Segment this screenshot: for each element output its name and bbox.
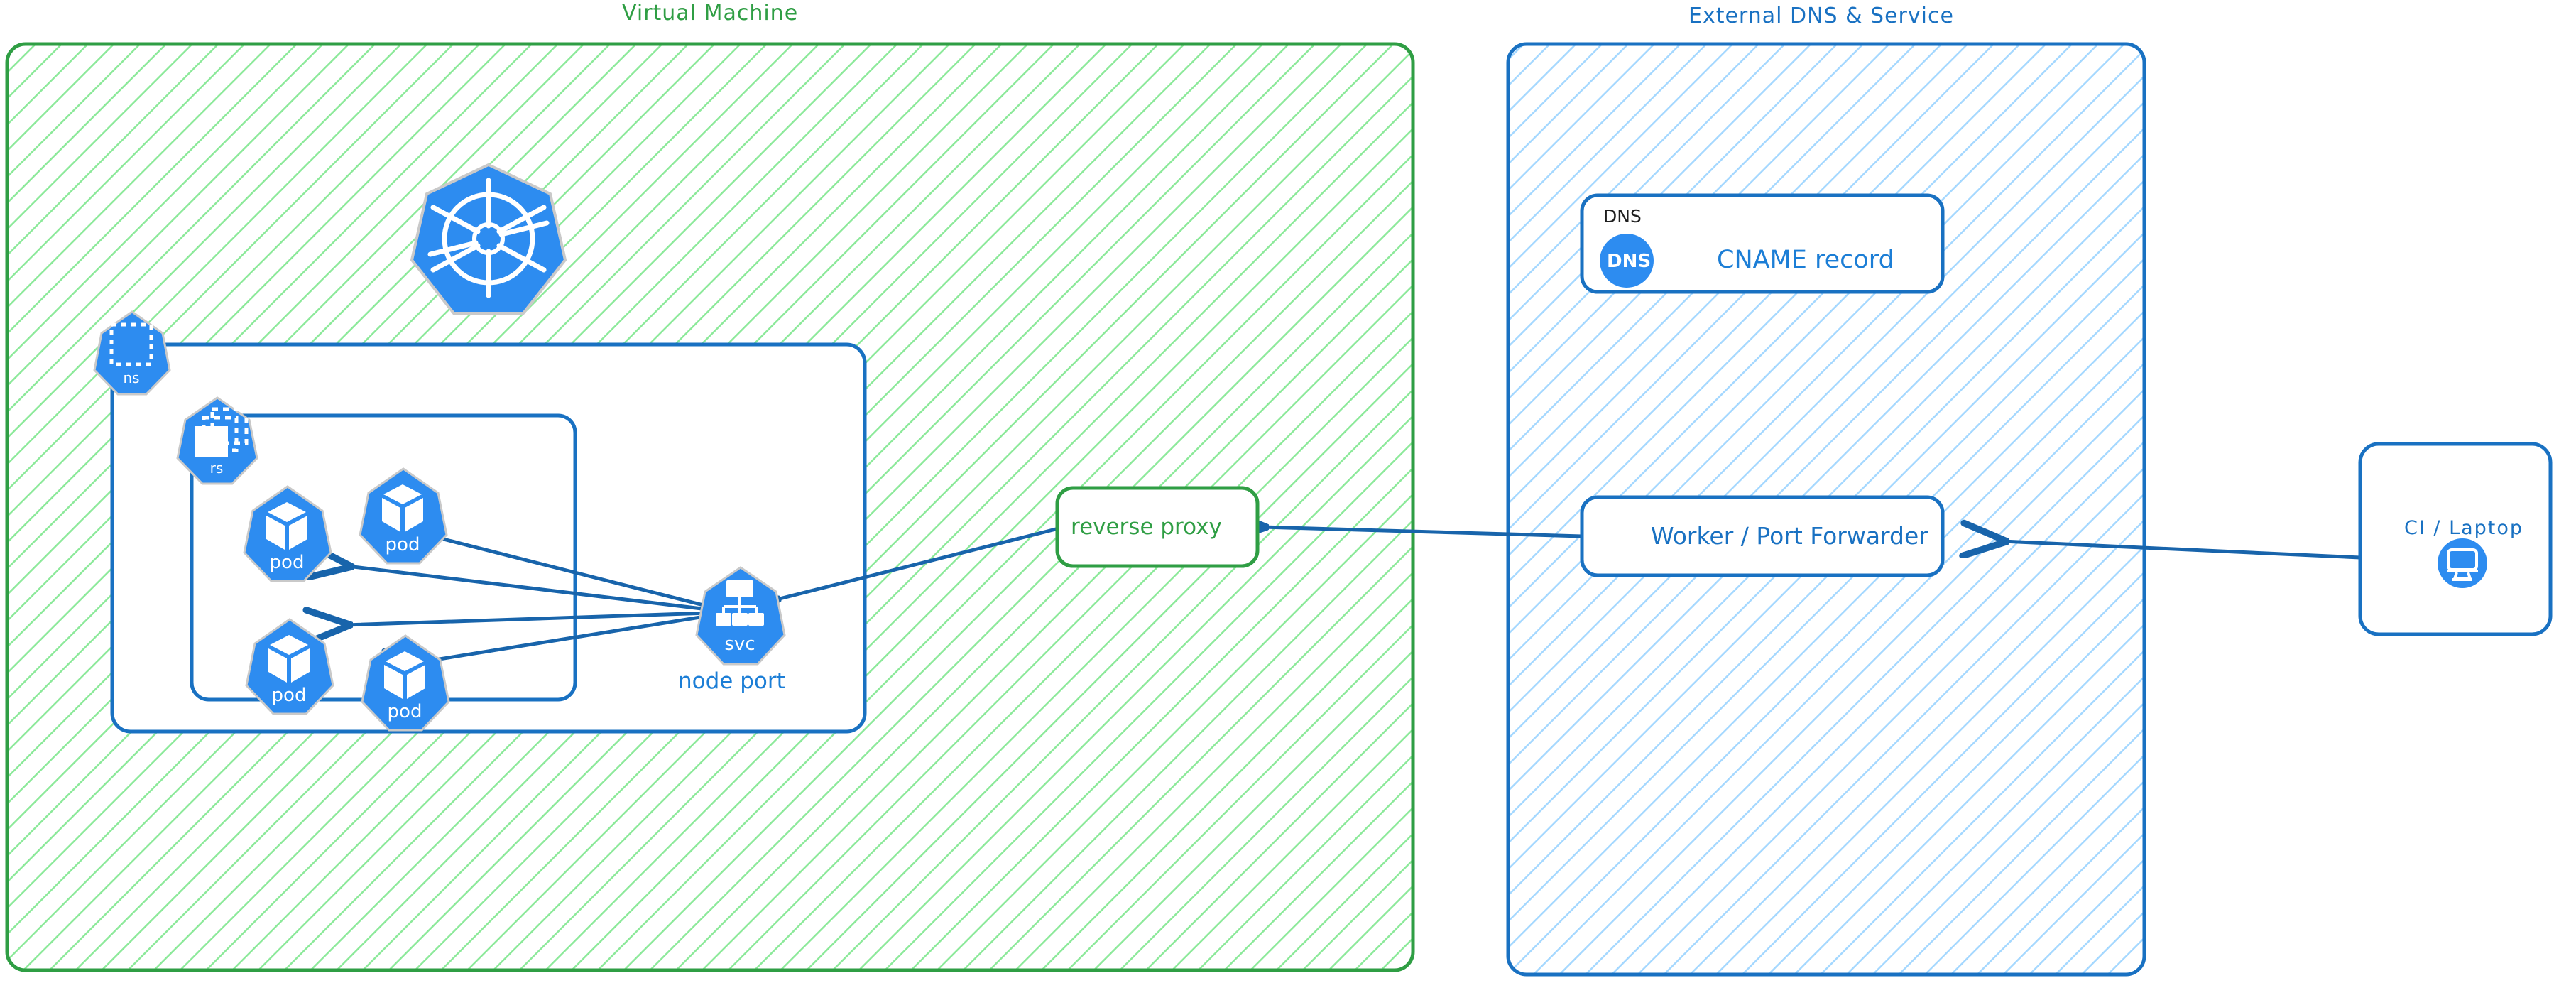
edge-client-to-worker [2002,541,2362,560]
pod-badge-2: pod [359,467,448,565]
pod-badge-3: pod [245,618,334,715]
replicaset-badge: rs [176,396,258,485]
desktop-monitor-icon [2438,538,2487,588]
dns-group-box[interactable] [1580,193,1945,294]
svc-caption: svc [724,634,755,655]
ns-caption: ns [123,369,139,386]
reverse-proxy-box[interactable] [1055,486,1260,568]
dns-badge-icon [1600,234,1654,288]
pod-badge-4: pod [361,634,450,732]
client-label: CI / Laptop [2404,517,2524,539]
pod-caption: pod [272,685,307,706]
edge-svc-to-pods [346,535,733,661]
external-group-title: External DNS & Service [1688,4,1954,28]
worker-box[interactable] [1580,495,1945,577]
worker-label: Worker / Port Forwarder [1651,522,1928,550]
dns-group-caption: DNS [1603,206,1642,227]
edge-worker-to-proxy [1262,527,1584,536]
pod-caption: pod [388,701,422,722]
dns-badge-label: DNS [1607,251,1652,272]
pod-badge-1: pod [243,485,332,582]
node-port-label: node port [678,668,785,694]
rs-caption: rs [210,460,224,477]
vm-group-title: Virtual Machine [622,1,799,26]
cname-record-label: CNAME record [1717,246,1894,274]
edge-proxy-to-svc [774,527,1058,600]
service-badge: svc [695,566,786,666]
client-box[interactable] [2358,442,2553,636]
pod-caption: pod [270,552,305,573]
pod-caption: pod [386,534,420,555]
kubernetes-logo [410,163,567,315]
reverse-proxy-label: reverse proxy [1071,514,1222,540]
namespace-badge: ns [93,310,171,396]
